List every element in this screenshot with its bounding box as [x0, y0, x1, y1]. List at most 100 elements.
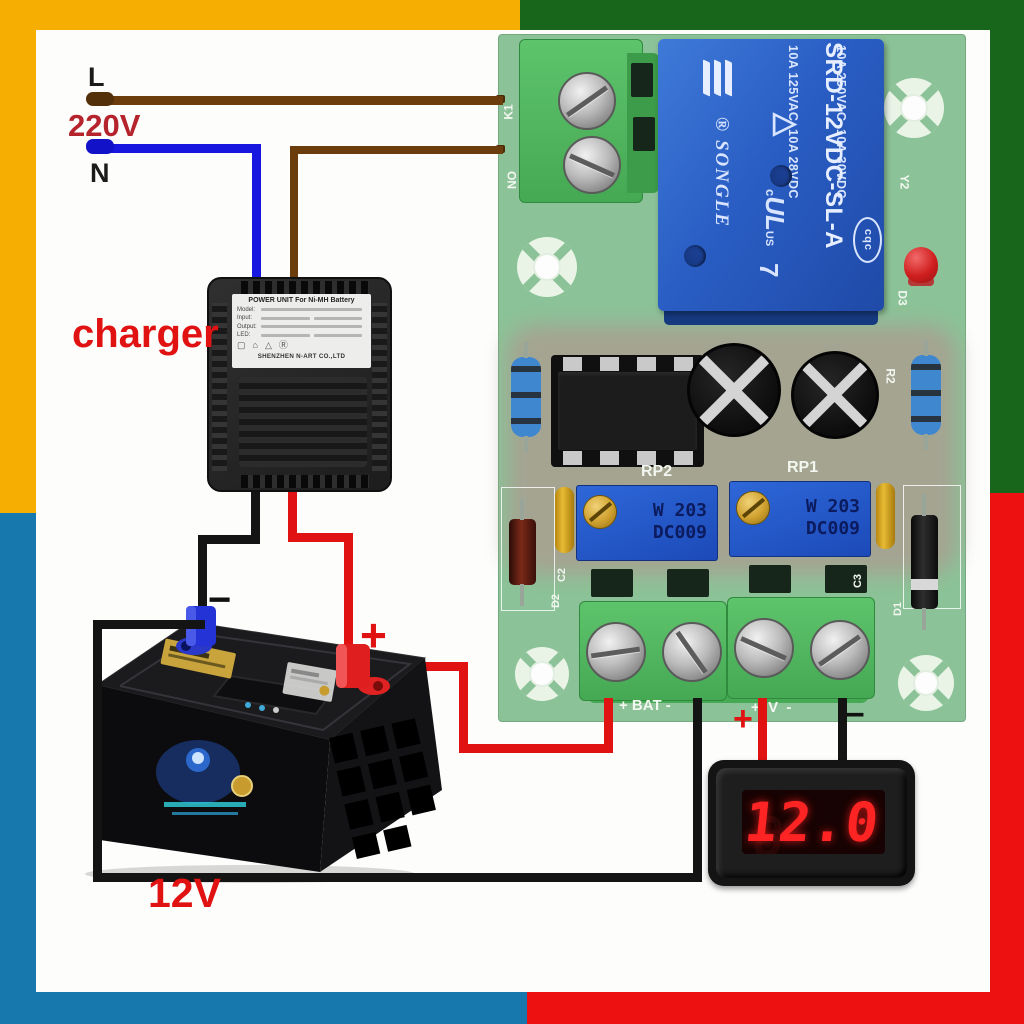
ic-pins — [563, 357, 693, 371]
battery-top-label — [282, 662, 337, 702]
cqc-certification-icon: cqc — [853, 217, 882, 263]
terminal-screw — [734, 618, 794, 678]
ac-terminal-block-side — [627, 53, 659, 193]
terminal-screw — [558, 72, 616, 130]
resistor-r2 — [911, 340, 941, 450]
silkscreen-outline — [501, 487, 555, 611]
terminal-screw — [563, 136, 621, 194]
charger-output-red-wire — [344, 533, 353, 655]
charger-label-row: Model: — [237, 306, 256, 313]
charger-output-black-wire — [251, 478, 260, 544]
frame-band-left-blue — [0, 513, 36, 1024]
charger-body-ribs — [239, 377, 367, 467]
silkscreen-r2: R2 — [883, 368, 898, 384]
battery-side-vents — [329, 718, 436, 859]
relay-markings: 10A 250VAC 10A 30VDC 10A 125VAC 10A 28VD… — [658, 39, 884, 311]
neutral-wire-ferrule — [86, 139, 114, 154]
battery-terminal-block — [579, 601, 727, 701]
indicator-led — [904, 247, 938, 283]
trimmer-screw — [583, 495, 617, 529]
neutral-line-label: N — [90, 158, 110, 188]
tantalum-capacitor — [876, 483, 895, 549]
mounting-hole — [517, 237, 577, 297]
terminal-screw — [810, 620, 870, 680]
silkscreen-no: NO — [505, 171, 519, 189]
battery-positive-terminal — [336, 644, 390, 695]
silkscreen-v-terminal: + V - — [751, 699, 792, 716]
relay-dimple — [770, 165, 792, 187]
certification-triangle-icon: △ — [770, 113, 803, 137]
charger-output-black-wire — [198, 535, 260, 544]
voltmeter-bezel: 8 12.0 — [716, 768, 907, 878]
diode-d1 — [911, 494, 938, 630]
charger-label: charger — [72, 312, 219, 356]
relay-model-text: SRD-12VDC-SL-A — [820, 42, 847, 250]
silkscreen-d2: D2 — [550, 593, 563, 609]
terminal-opening — [667, 569, 709, 597]
charger-output-red-wire — [288, 533, 353, 542]
relay-dimple — [684, 245, 706, 267]
charger-side-ribs — [372, 303, 387, 471]
songle-logo-icon — [699, 59, 736, 97]
voltmeter-positive-wire — [758, 698, 767, 768]
charger-spec-label: POWER UNIT For Ni-MH Battery Model: Inpu… — [232, 294, 371, 368]
battery-positive-to-board-wire — [459, 662, 468, 753]
voltmeter-negative-wire — [838, 698, 847, 768]
square-cert-icon: ▢ — [237, 340, 246, 350]
relay-base — [664, 307, 878, 325]
relay-to-charger-wire-brown-v — [290, 146, 298, 278]
terminal-opening — [749, 565, 791, 593]
voltmeter-reading: 12.0 — [742, 790, 883, 854]
meter-negative-sign: − — [845, 696, 865, 734]
resistor — [511, 342, 541, 452]
tantalum-capacitor — [555, 487, 574, 553]
silkscreen-bat-terminal: + BAT - — [619, 697, 671, 714]
silkscreen-c3: C3 — [852, 573, 865, 589]
frame-band-bottom-red — [527, 992, 1024, 1024]
frame-band-left-yellow — [0, 30, 36, 513]
battery-negative-to-board-wire — [93, 873, 702, 882]
relay: 10A 250VAC 10A 30VDC 10A 125VAC 10A 28VD… — [658, 39, 884, 311]
battery-positive-to-board-wire — [459, 744, 613, 753]
relay-to-charger-wire-brown-h — [290, 146, 503, 154]
frame-band-top-green — [520, 0, 1024, 30]
ic-body — [558, 372, 697, 450]
silkscreen-rp1: RP1 — [787, 459, 819, 476]
battery-voltage-label: 12V — [148, 870, 221, 916]
neutral-wire-blue-h — [95, 144, 261, 153]
lead-acid-battery — [85, 606, 442, 883]
voltmeter-terminal-block — [727, 597, 875, 699]
frame-band-top-yellow — [0, 0, 520, 30]
terminal-screw — [662, 622, 722, 682]
diode-d2 — [509, 498, 536, 606]
silkscreen-d3: D3 — [895, 290, 910, 306]
charging-controller-pcb: K1 NO 10A 250VAC 10A 30VDC 10A 125VAC 10… — [496, 34, 966, 722]
terminal-opening — [633, 117, 655, 151]
battery-negative-to-board-wire — [693, 698, 702, 882]
neutral-wire-blue-v — [252, 144, 261, 278]
charger-label-row: Input: — [237, 315, 253, 321]
charger-label-footer: SHENZHEN N-ART CO.,LTD — [257, 353, 346, 360]
frame-band-right-red — [990, 493, 1024, 1024]
ul-certification-icon: cULUS — [760, 189, 790, 247]
live-wire-ferrule — [86, 92, 114, 106]
silkscreen-c2: C2 — [556, 567, 569, 583]
terminal-screw — [586, 622, 646, 682]
battery-negative-to-board-wire — [93, 620, 205, 629]
electrolytic-capacitor — [687, 343, 781, 437]
silkscreen-k1: K1 — [501, 104, 516, 120]
trimmer-screw — [736, 491, 770, 525]
mounting-hole — [515, 647, 569, 701]
live-wire-brown — [95, 96, 503, 105]
charger-output-black-wire — [198, 535, 207, 620]
charger-power-adapter: POWER UNIT For Ni-MH Battery Model: Inpu… — [207, 277, 392, 492]
battery-positive-sign: + — [360, 609, 387, 661]
silkscreen-y2: Y2 — [897, 174, 912, 190]
meter-positive-sign: + — [733, 700, 753, 738]
mounting-hole — [898, 655, 954, 711]
charger-cert-icons: ▢ ⌂ △ Ⓡ — [237, 341, 366, 350]
diode-cathode-band — [911, 579, 938, 590]
charger-vent-bottom — [241, 475, 369, 488]
silkscreen-d1: D1 — [892, 601, 905, 617]
